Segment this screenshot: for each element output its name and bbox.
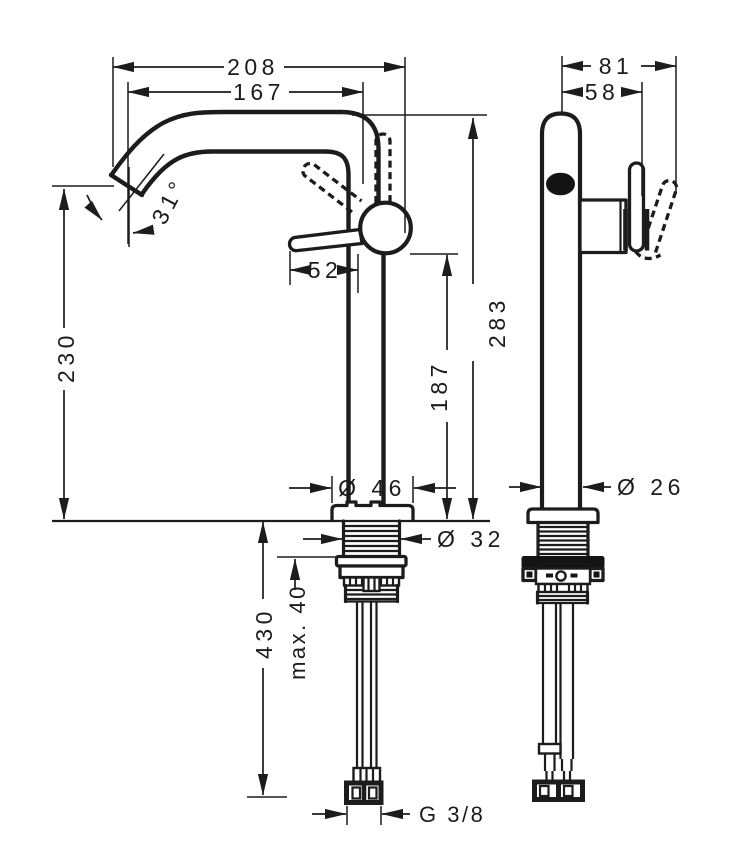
front-view [108,109,415,805]
dim-208: 208 [112,54,406,80]
side-nut-serration [537,582,589,594]
hose-collar [537,742,562,755]
dim-81: 81 [561,53,677,79]
cartridge-housing [578,198,628,255]
base-assembly [330,500,415,604]
dim-31deg: 31° [84,153,192,247]
side-base-assembly [521,507,605,605]
tab-right-hole [593,571,600,578]
dim-dia32: Ø 32 [303,526,505,552]
pin-socket [623,209,650,251]
dim-187: 187 [426,254,453,520]
spout-outer-contour [109,109,381,207]
dim-max40: max. 40 [285,558,310,680]
side-hose-connectors [532,779,585,802]
handle-rotated-position [639,178,679,254]
side-body-column [539,111,583,508]
dim-dia46: Ø 46 [289,475,456,501]
handle-pin [627,161,646,253]
mounting-nut [338,564,405,580]
dim-dia46-label: Ø 46 [338,475,406,501]
handle-lever [287,227,364,253]
nut-center-block [362,576,381,593]
dim-dia26: Ø 26 [509,474,685,500]
dim-g38-label: G 3/8 [419,802,485,827]
dim-230: 230 [53,188,79,520]
tab-left-hole [526,571,533,578]
nut-mark-left [546,573,553,578]
side-washer-band [521,556,605,569]
hose-connector [344,780,384,805]
dim-187-label: 187 [426,360,452,412]
dim-208-label: 208 [227,54,279,80]
side-lower-thread [535,590,590,605]
dim-283: 283 [467,117,510,520]
side-view [521,111,679,802]
spout-outline [108,109,386,507]
dim-52: 52 [289,257,359,283]
dimension-annotations: 208 167 31° 52 230 [52,53,685,827]
dim-167: 167 [127,79,364,105]
brand-logo-oval [546,172,575,196]
dim-283-label: 283 [484,296,510,348]
dim-167-label: 167 [233,79,285,105]
side-base-plate [526,507,600,525]
base-plate [330,500,415,521]
threaded-shank [341,519,402,559]
dim-58-label: 58 [585,79,620,105]
handle-pivot-knob [358,200,413,256]
nut-mark-right [570,573,578,578]
dim-52-label: 52 [308,257,343,283]
side-supply-hoses [532,603,585,802]
nut-center-hole [555,570,567,582]
handle-swing-arc [634,250,662,261]
handle-up-position [374,132,392,203]
spout-inner-contour [139,149,351,507]
dim-max40-label: max. 40 [285,584,310,680]
handle-positions-dashed [301,132,392,214]
extension-lines [52,56,677,825]
dim-dia26-label: Ø 26 [617,474,685,500]
dim-230-label: 230 [53,331,79,383]
side-threaded-shank [536,520,590,558]
dim-430-label: 430 [251,607,277,659]
dim-430: 430 [251,521,277,796]
dim-dia32-label: Ø 32 [437,526,505,552]
handle-diagonal-position [301,161,363,214]
dim-58: 58 [561,79,643,105]
supply-hoses [344,601,384,805]
spout-tip-cut [108,172,145,198]
dim-g38: G 3/8 [312,802,485,827]
dim-81-label: 81 [599,53,634,79]
